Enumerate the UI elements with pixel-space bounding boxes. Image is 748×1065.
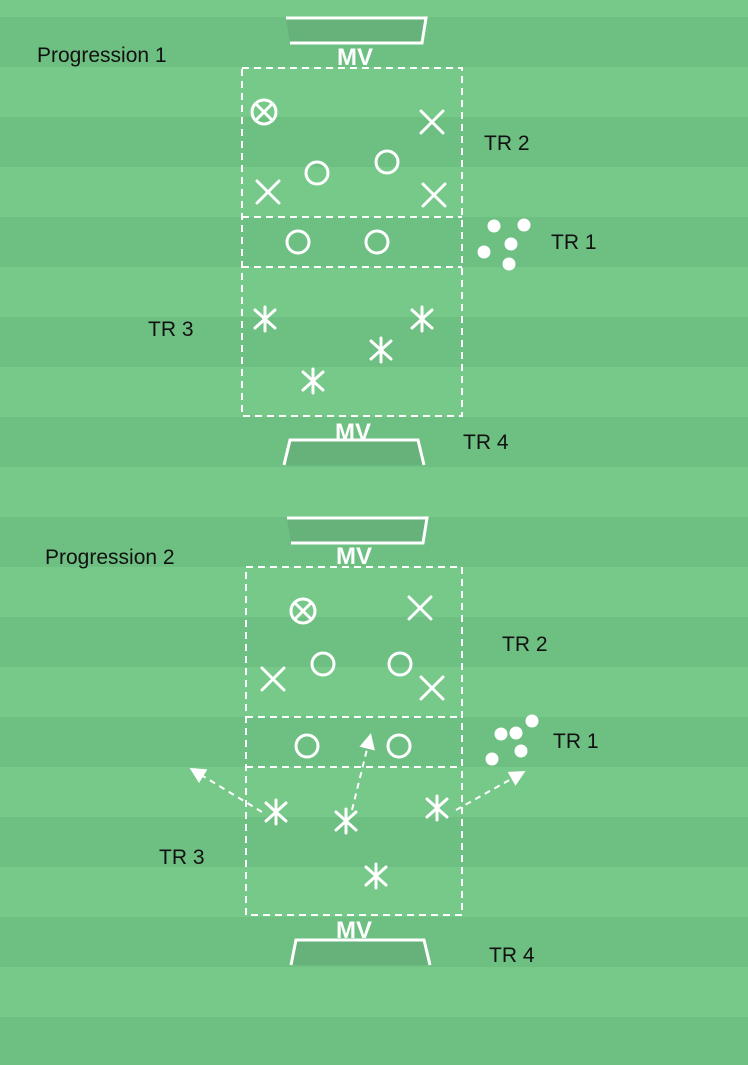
zone-label-tr2: TR 2 <box>502 633 548 656</box>
x-icon <box>419 109 445 135</box>
ball-icon <box>485 752 499 766</box>
asterisk-icon <box>264 798 288 826</box>
field-stripe <box>0 717 748 767</box>
field-stripe <box>0 817 748 867</box>
goal-top-label: MV <box>336 543 372 570</box>
zone-label-tr3: TR 3 <box>148 318 194 341</box>
diagram-title: Progression 2 <box>45 546 175 569</box>
goal-bottom <box>282 438 426 466</box>
diagram-progression-2: Progression 2 MV MV TR 2 TR 1 TR 3 TR 4 <box>45 516 599 967</box>
diagram-title: Progression 1 <box>37 44 167 67</box>
goal-top-label: MV <box>337 44 373 71</box>
circled-x-icon <box>289 597 317 625</box>
circle-icon <box>387 651 413 677</box>
zone-label-tr4: TR 4 <box>463 431 509 454</box>
goal-bottom <box>289 938 432 966</box>
ball-icon <box>487 219 501 233</box>
asterisk-icon <box>425 794 449 822</box>
ball-icon <box>502 257 516 271</box>
field-stripe <box>0 1017 748 1065</box>
circle-icon <box>364 229 390 255</box>
goal-top <box>287 516 429 545</box>
x-icon <box>421 182 447 208</box>
diagram-progression-1: Progression 1 MV MV TR 2 TR 1 TR 3 TR 4 <box>37 16 597 466</box>
field-stripe <box>0 617 748 667</box>
ball-icon <box>517 218 531 232</box>
circle-icon <box>386 733 412 759</box>
playing-area <box>245 566 463 916</box>
circled-x-icon <box>250 98 278 126</box>
ball-icon <box>477 245 491 259</box>
field-stripe <box>0 217 748 267</box>
asterisk-icon <box>364 862 388 890</box>
goal-top <box>286 16 428 45</box>
ball-icon <box>509 726 523 740</box>
circle-icon <box>294 733 320 759</box>
field-stripe <box>0 117 748 167</box>
x-icon <box>419 675 445 701</box>
x-icon <box>407 595 433 621</box>
x-icon <box>260 666 286 692</box>
asterisk-icon <box>369 336 393 364</box>
asterisk-icon <box>334 807 358 835</box>
arrow-icon <box>189 767 263 813</box>
arrow-icon <box>455 771 526 811</box>
circle-icon <box>310 651 336 677</box>
arrow-icon <box>351 733 375 811</box>
asterisk-icon <box>253 305 277 333</box>
x-icon <box>255 179 281 205</box>
circle-icon <box>304 160 330 186</box>
playing-area <box>241 67 463 417</box>
zone-label-tr1: TR 1 <box>551 231 597 254</box>
zone-label-tr3: TR 3 <box>159 846 205 869</box>
ball-icon <box>525 714 539 728</box>
ball-icon <box>514 744 528 758</box>
circle-icon <box>285 229 311 255</box>
circle-icon <box>374 149 400 175</box>
ball-icon <box>494 727 508 741</box>
ball-icon <box>504 237 518 251</box>
asterisk-icon <box>301 367 325 395</box>
zone-label-tr2: TR 2 <box>484 132 530 155</box>
zone-label-tr1: TR 1 <box>553 730 599 753</box>
zone-label-tr4: TR 4 <box>489 944 535 967</box>
asterisk-icon <box>410 305 434 333</box>
